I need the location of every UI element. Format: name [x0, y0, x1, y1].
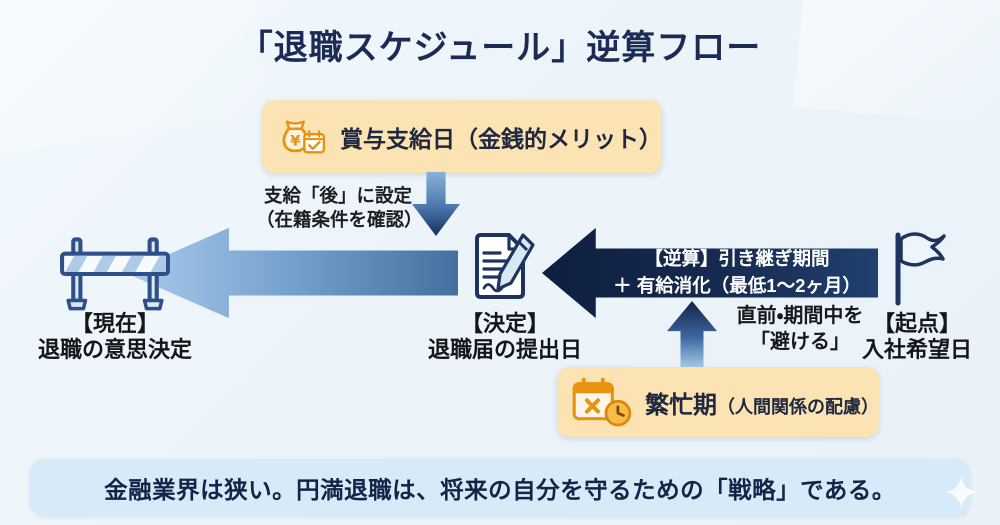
stage-current-label: 退職の意思決定: [37, 337, 192, 363]
busy-box-title: 繁忙期: [645, 391, 717, 419]
reverse-arrow-text: 【逆算】引き継ぎ期間 ＋ 有給消化（最低1〜2ヶ月）: [596, 228, 878, 318]
stage-decision: 【決定】 退職届の提出日: [400, 311, 610, 364]
busy-period-box: 繁忙期（人間関係の配慮）: [557, 367, 879, 437]
bonus-annotation: 支給「後」に設定 （在籍条件を確認）: [256, 184, 423, 232]
bonus-payday-box: ¥ 賞与支給日（金銭的メリット）: [262, 100, 662, 173]
stage-start: 【起点】 入社希望日: [822, 311, 1000, 364]
barrier-icon: [60, 237, 170, 311]
stage-current-tag: 【現在】: [70, 311, 159, 336]
stage-start-label: 入社希望日: [861, 337, 972, 363]
busy-box-label: 繁忙期（人間関係の配慮）: [645, 385, 879, 420]
bonus-box-note: （金銭的メリット）: [455, 125, 662, 152]
busy-box-note: （人間関係の配慮）: [717, 396, 879, 417]
flag-icon: [895, 232, 946, 306]
reverse-arrow-line1: 【逆算】引き継ぎ期間: [644, 248, 830, 270]
main-timeline-arrow-left: [126, 227, 458, 319]
stage-current: 【現在】 退職の意思決定: [10, 311, 220, 364]
footer-message: 金融業界は狭い。円満退職は、将来の自分を守るための「戦略」である。: [104, 476, 896, 503]
bonus-annotation-line2: （在籍条件を確認）: [256, 209, 423, 231]
bonus-box-label: 賞与支給日（金銭的メリット）: [340, 120, 662, 154]
svg-text:¥: ¥: [290, 132, 300, 149]
calendar-x-clock-icon: [572, 377, 632, 427]
busy-annotation-line2: 「避ける」: [750, 331, 850, 353]
stage-decision-tag: 【決定】: [460, 311, 549, 336]
busy-annotation-line1: 直前・期間中を: [736, 305, 864, 327]
reverse-arrow-line2: ＋ 有給消化（最低1〜2ヶ月）: [613, 275, 861, 296]
stage-decision-label: 退職届の提出日: [427, 337, 582, 363]
footer-message-banner: 金融業界は狭い。円満退職は、将来の自分を守るための「戦略」である。: [30, 459, 970, 516]
bonus-annotation-line1: 支給「後」に設定: [263, 185, 412, 206]
busy-annotation: 直前・期間中を 「避ける」: [700, 303, 900, 355]
moneybag-calendar-icon: ¥: [282, 120, 326, 153]
page-title: 「退職スケジュール」逆算フロー: [238, 29, 762, 67]
document-pen-icon: [475, 233, 535, 299]
bonus-box-title: 賞与支給日: [340, 125, 455, 152]
stage-start-tag: 【起点】: [872, 311, 961, 336]
